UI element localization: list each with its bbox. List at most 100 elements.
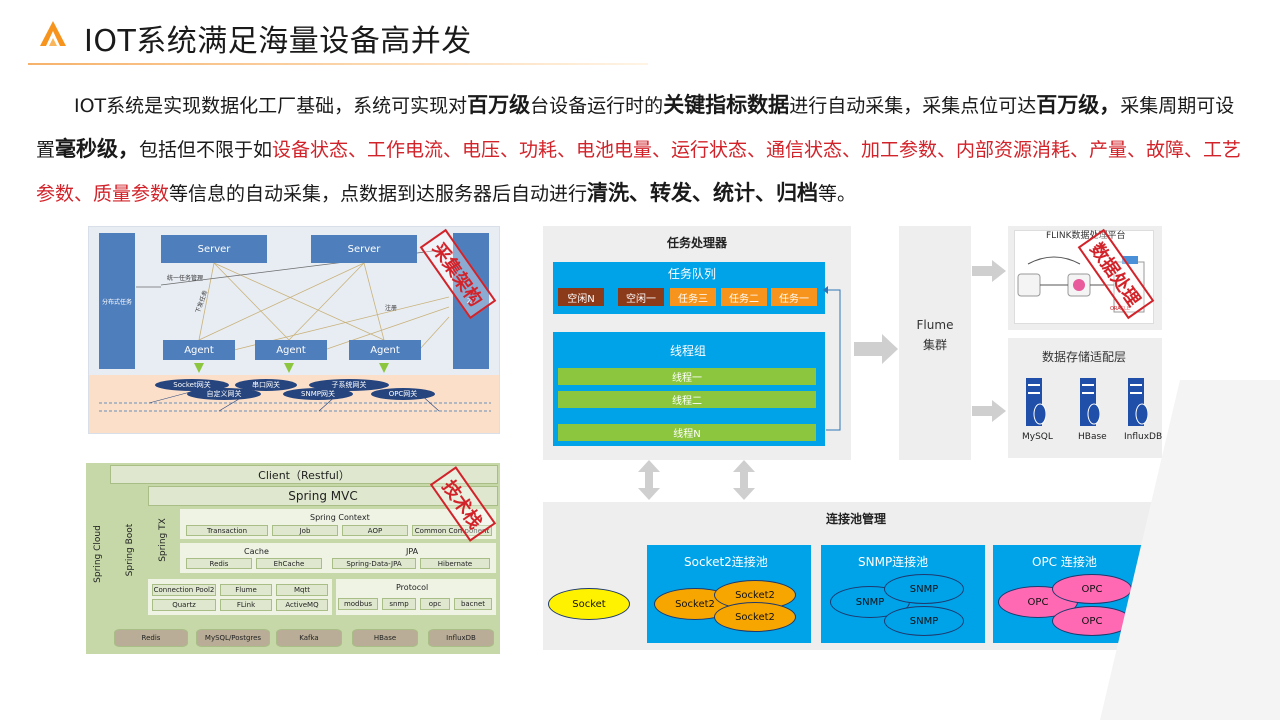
intro-text: 采集周期可设置: [36, 95, 1235, 161]
intro-text: 台设备运行时的: [530, 95, 664, 117]
page-title: IOT系统满足海量设备高并发: [84, 24, 472, 59]
arrow-right-icon: [854, 334, 898, 364]
server-node: Server: [311, 235, 417, 263]
server-rack-icon: [1080, 378, 1100, 426]
collection-architecture-diagram: 分布式任务 ZK Server Server 统一任务管理 下发任务 注册 Ag…: [88, 226, 500, 434]
bidirectional-arrow-icon: [733, 460, 755, 500]
snmp-node: SNMP: [884, 574, 964, 604]
intro-bold: 百万级，: [1036, 93, 1121, 117]
gateway-node: SNMP网关: [283, 388, 353, 400]
flink-title: FLINK数据处理平台: [1046, 231, 1126, 241]
protocol-label: Protocol: [396, 583, 429, 592]
queue-item: 任务一: [771, 288, 817, 306]
background-watermark: [1100, 380, 1280, 720]
task-processor-title: 任务处理器: [667, 236, 728, 250]
stack-chip: Job: [272, 525, 338, 536]
spring-tx-label: Spring TX: [158, 518, 168, 562]
zk-column: ZK: [453, 233, 489, 369]
queue-item: 空闲N: [558, 288, 604, 306]
storage-adapter-title: 数据存储适配层: [1042, 350, 1127, 364]
intro-text: 进行自动采集，采集点位可达: [789, 95, 1037, 117]
task-queue-title: 任务队列: [668, 267, 717, 281]
socket-node: Socket: [548, 588, 630, 620]
intro-text: 包括但不限于如: [139, 139, 273, 161]
snmp-pool-title: SNMP连接池: [858, 555, 929, 569]
stack-chip: Flume: [220, 584, 272, 596]
spring-mvc-layer: Spring MVC: [148, 486, 498, 506]
thread-item: 线程二: [558, 391, 816, 408]
spring-context-label: Spring Context: [310, 513, 370, 522]
stack-chip: Spring-Data-JPA: [332, 558, 416, 569]
agent-node: Agent: [349, 340, 421, 360]
oracle-label: ORACLE: [1110, 306, 1130, 312]
storage-cylinder: HBase: [352, 629, 418, 647]
queue-item: 任务二: [721, 288, 767, 306]
spring-cloud-label: Spring Cloud: [93, 525, 103, 583]
db-label: InfluxDB: [1124, 432, 1163, 442]
intro-highlight: 设备状态、工作电流、电压、功耗、电池电量、运行状态、通信状态、加工参数、内部资源…: [36, 139, 1242, 205]
client-layer: Client（Restful）: [110, 465, 498, 484]
stack-chip: Common Component: [412, 525, 492, 536]
intro-bold: 毫秒级，: [55, 137, 140, 161]
intro-text: 等信息的自动采集，点数据到达服务器后自动进行: [169, 183, 588, 205]
flume-label: Flume: [916, 318, 954, 332]
tech-stack-layer: Client（Restful） Spring MVC Spring Cloud …: [86, 463, 500, 654]
opc-node: OPC: [1052, 606, 1132, 636]
intro-bold: 清洗、转发、统计、归档: [587, 181, 819, 205]
tech-stack-frame: Client（Restful） Spring MVC Spring Cloud …: [86, 463, 500, 654]
title-divider: [28, 63, 648, 65]
stack-chip: Hibernate: [420, 558, 490, 569]
bidirectional-arrow-icon: [638, 460, 660, 500]
db-label: MySQL: [1022, 432, 1053, 442]
flume-cluster: [899, 226, 971, 460]
intro-bold: 关键指标数据: [663, 93, 790, 117]
stack-chip: opc: [420, 598, 450, 610]
brand-logo-icon: [40, 21, 66, 46]
thread-group-title: 线程组: [670, 344, 707, 358]
storage-cylinder: Redis: [114, 629, 188, 647]
gateway-node: 串口网关: [235, 379, 297, 391]
socket2-pool-title: Socket2连接池: [684, 555, 768, 569]
thread-item: 线程N: [558, 424, 816, 441]
stack-chip: snmp: [382, 598, 416, 610]
arrow-right-icon: [972, 400, 1006, 422]
opc-pool-title: OPC 连接池: [1032, 555, 1097, 569]
db-label: HBase: [1078, 432, 1107, 442]
stack-chip: FLink: [220, 599, 272, 611]
intro-text: IOT系统是实现数据化工厂基础，系统可实现对: [74, 95, 468, 117]
storage-cylinder: Kafka: [276, 629, 342, 647]
opc-node: OPC: [1052, 574, 1132, 604]
stack-chip: AOP: [342, 525, 408, 536]
arrow-right-icon: [972, 260, 1006, 282]
stack-chip: Quartz: [152, 599, 216, 611]
agent-node: Agent: [255, 340, 327, 360]
server-rack-icon: [1128, 378, 1148, 426]
stack-chip: ActiveMQ: [276, 599, 328, 611]
server-rack-icon: [1026, 378, 1046, 426]
queue-item: 空闲一: [618, 288, 664, 306]
intro-text: 等。: [818, 183, 857, 205]
distributed-task-column: 分布式任务: [99, 233, 135, 369]
stack-chip: Mqtt: [276, 584, 328, 596]
gateway-node: OPC网关: [371, 388, 435, 400]
server-node: Server: [161, 235, 267, 263]
gateway-node: 自定义网关: [187, 388, 261, 400]
intro-paragraph: IOT系统是实现数据化工厂基础，系统可实现对百万级台设备运行时的关键指标数据进行…: [36, 84, 1246, 216]
stack-chip: Redis: [186, 558, 252, 569]
connection-pool-title: 连接池管理: [826, 512, 887, 526]
agent-node: Agent: [163, 340, 235, 360]
storage-cylinder: MySQL/Postgres: [196, 629, 270, 647]
queue-item: 任务三: [670, 288, 716, 306]
task-management-note: 统一任务管理: [167, 275, 204, 282]
flink-pipeline-icon: [1017, 256, 1145, 313]
snmp-node: SNMP: [884, 606, 964, 636]
intro-bold: 百万级: [467, 93, 531, 117]
stack-chip: Connection Pool2: [152, 584, 216, 596]
flume-sub-label: 集群: [922, 338, 947, 352]
stack-chip: EhCache: [256, 558, 322, 569]
socket2-node: Socket2: [714, 602, 796, 632]
cache-label: Cache: [244, 547, 269, 556]
register-note: 注册: [385, 305, 398, 312]
stack-chip: modbus: [338, 598, 378, 610]
thread-item: 线程一: [558, 368, 816, 385]
